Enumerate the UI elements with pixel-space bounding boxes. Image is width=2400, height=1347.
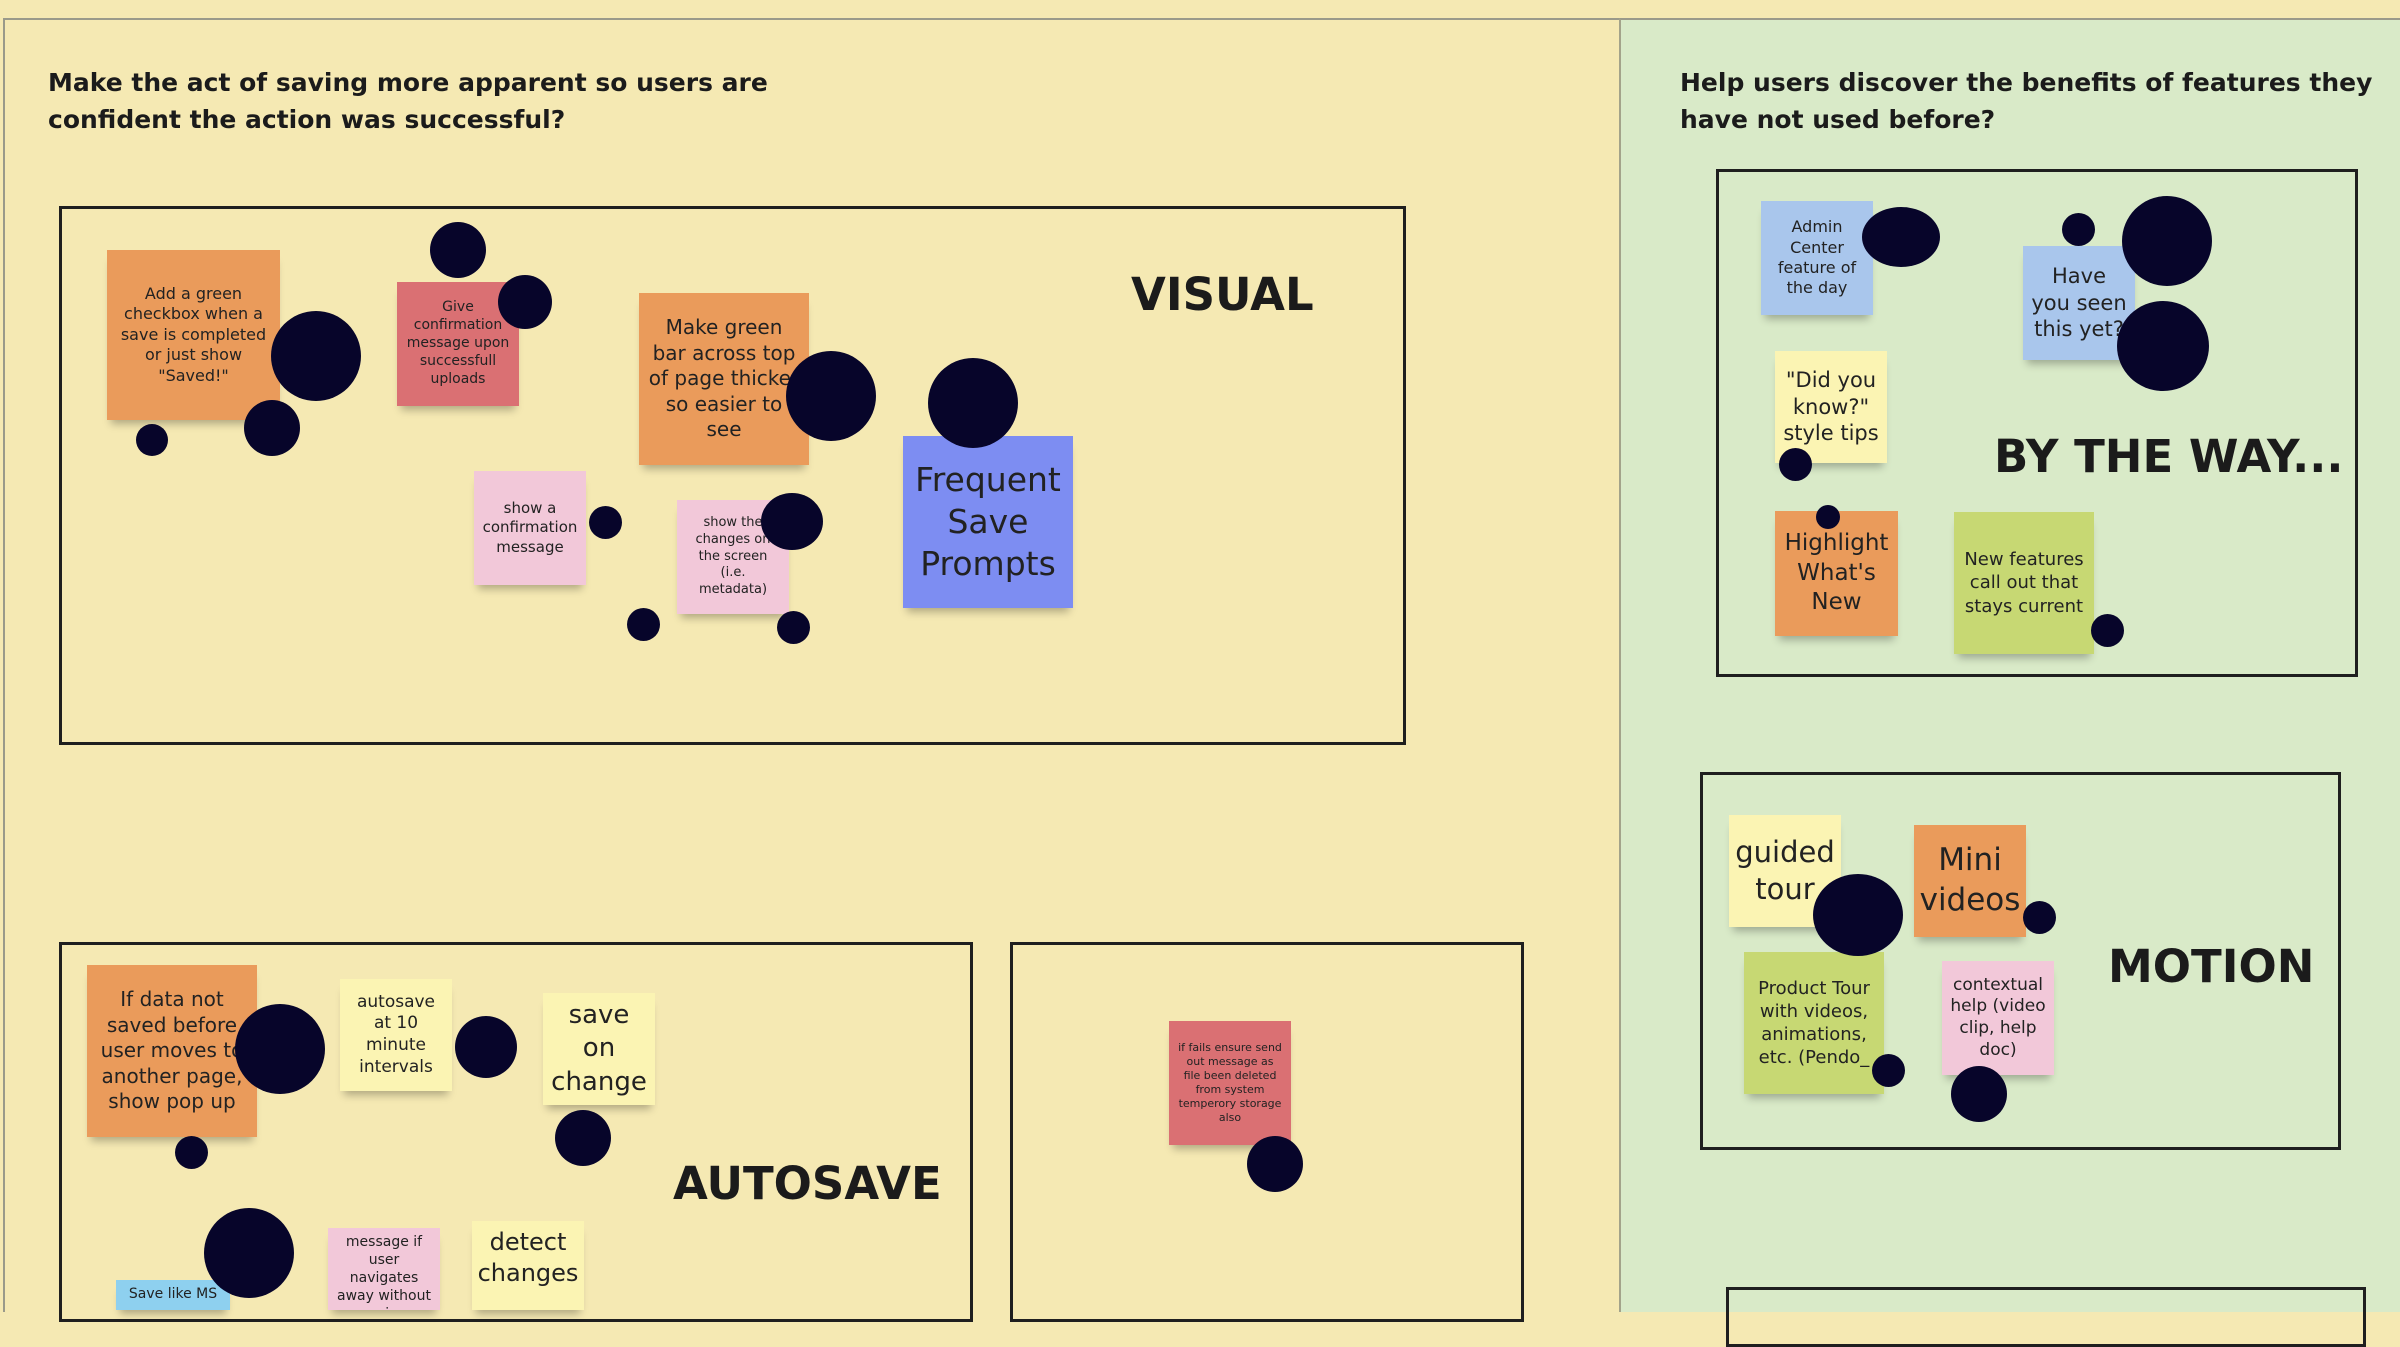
- vote-dot[interactable]: [555, 1110, 611, 1166]
- sticky-note[interactable]: Product Tour with videos, animations, et…: [1744, 952, 1884, 1094]
- sticky-note[interactable]: Highlight What's New: [1775, 511, 1898, 636]
- vote-dot[interactable]: [1247, 1136, 1303, 1192]
- vote-dot[interactable]: [786, 351, 876, 441]
- vote-dot[interactable]: [928, 358, 1018, 448]
- sticky-note[interactable]: Mini videos: [1914, 825, 2026, 937]
- autosave-frame-label: AUTOSAVE: [673, 1157, 942, 1210]
- sticky-note[interactable]: Have you seen this yet?: [2023, 246, 2135, 360]
- sticky-note[interactable]: contextual help (video clip, help doc): [1942, 961, 2054, 1075]
- sticky-note[interactable]: Make green bar across top of page thicke…: [639, 293, 809, 465]
- left-question-heading: Make the act of saving more apparent so …: [48, 68, 768, 134]
- sticky-note[interactable]: Add a green checkbox when a save is comp…: [107, 250, 280, 420]
- vote-dot[interactable]: [136, 424, 168, 456]
- sticky-note[interactable]: New features call out that stays current: [1954, 512, 2094, 654]
- vote-dot[interactable]: [271, 311, 361, 401]
- by-the-way-frame[interactable]: [1716, 169, 2358, 677]
- vote-dot[interactable]: [455, 1016, 517, 1078]
- vote-dot[interactable]: [204, 1208, 294, 1298]
- sticky-note[interactable]: detect changes: [472, 1221, 584, 1310]
- right-question-heading: Help users discover the benefits of feat…: [1680, 68, 2373, 134]
- sticky-note[interactable]: show a confirmation message: [474, 471, 586, 585]
- sticky-note[interactable]: message if user navigates away without s…: [328, 1228, 440, 1310]
- vote-dot[interactable]: [2117, 301, 2209, 391]
- vote-dot[interactable]: [589, 506, 622, 539]
- sticky-note[interactable]: show the changes on the screen (i.e. met…: [677, 500, 789, 614]
- vote-dot[interactable]: [430, 222, 486, 278]
- by-the-way-frame-label: BY THE WAY...: [1994, 430, 2344, 483]
- motion-frame[interactable]: [1700, 772, 2341, 1150]
- sticky-note[interactable]: If data not saved before user moves to a…: [87, 965, 257, 1137]
- vote-dot[interactable]: [1816, 505, 1840, 529]
- vote-dot[interactable]: [1813, 874, 1903, 956]
- sticky-note[interactable]: Frequent Save Prompts: [903, 436, 1073, 608]
- vote-dot[interactable]: [1951, 1066, 2007, 1122]
- partial-frame[interactable]: [1726, 1287, 2366, 1347]
- vote-dot[interactable]: [2091, 614, 2124, 647]
- sticky-note[interactable]: Give confirmation message upon successfu…: [397, 282, 519, 406]
- vote-dot[interactable]: [235, 1004, 325, 1094]
- visual-frame[interactable]: [59, 206, 1406, 745]
- vote-dot[interactable]: [2122, 196, 2212, 286]
- vote-dot[interactable]: [1872, 1054, 1905, 1087]
- sticky-note[interactable]: Admin Center feature of the day: [1761, 201, 1873, 315]
- sticky-note[interactable]: if fails ensure send out message as file…: [1169, 1021, 1291, 1145]
- sticky-note[interactable]: Save like MS: [116, 1280, 230, 1310]
- vote-dot[interactable]: [175, 1136, 208, 1169]
- left-question-panel: [3, 18, 1621, 1312]
- right-question-panel: [1619, 18, 2400, 1312]
- vote-dot[interactable]: [2023, 901, 2056, 934]
- vote-dot[interactable]: [2062, 213, 2095, 246]
- sticky-note[interactable]: save on change: [543, 993, 655, 1105]
- vote-dot[interactable]: [777, 611, 810, 644]
- sticky-note[interactable]: "Did you know?" style tips: [1775, 351, 1887, 463]
- vote-dot[interactable]: [1779, 448, 1812, 481]
- vote-dot[interactable]: [627, 608, 660, 641]
- sticky-note[interactable]: autosave at 10 minute intervals: [340, 979, 452, 1091]
- vote-dot[interactable]: [244, 400, 300, 456]
- visual-frame-label: VISUAL: [1131, 268, 1314, 321]
- motion-frame-label: MOTION: [2108, 940, 2315, 993]
- vote-dot[interactable]: [498, 275, 552, 329]
- vote-dot[interactable]: [761, 493, 823, 550]
- vote-dot[interactable]: [1862, 207, 1940, 267]
